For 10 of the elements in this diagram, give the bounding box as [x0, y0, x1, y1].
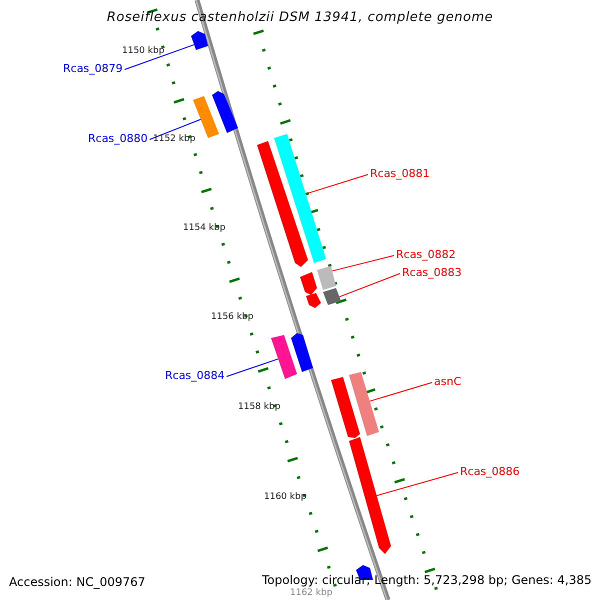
tick-label: 1156 kbp: [211, 313, 254, 322]
tick-label: 1152 kbp: [153, 135, 196, 144]
tick-label: 1154 kbp: [183, 224, 226, 233]
tick-label: 1158 kbp: [238, 403, 280, 412]
accession-text: Accession: NC_009767: [9, 576, 146, 588]
title: Roseiflexus castenholzii DSM 13941, complete genome: [106, 11, 494, 24]
tick-label: 1162 kbp: [290, 589, 332, 598]
tick-label: 1150 kbp: [122, 47, 164, 56]
genome-info-text: Topology: circular; Length: 5,723,298 bp; Genes: 4,385: [262, 574, 592, 586]
tick-label: 1160 kbp: [264, 493, 306, 502]
